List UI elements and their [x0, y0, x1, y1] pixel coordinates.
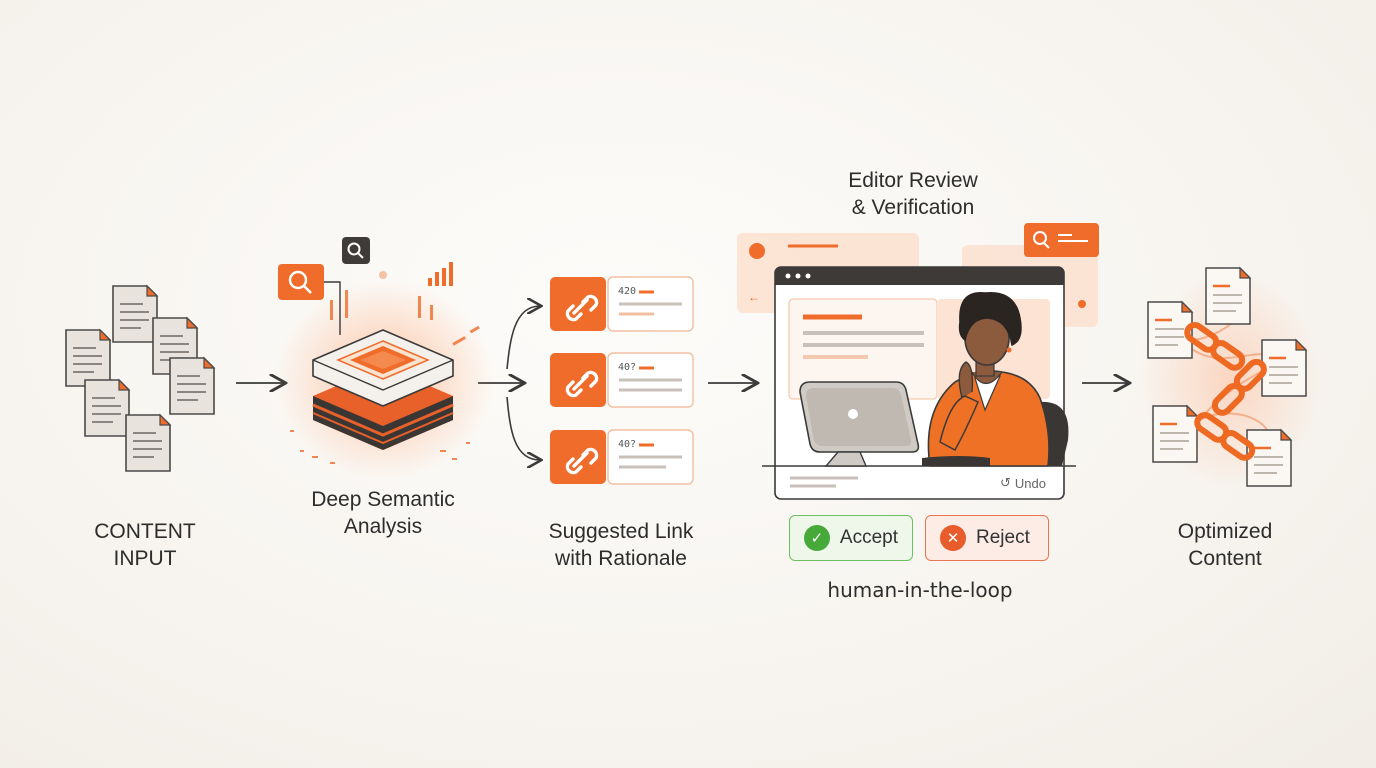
search-icon [342, 237, 370, 264]
document-icon [84, 379, 130, 437]
stage-label-optimized-content: Optimized Content [1140, 518, 1310, 572]
label-line: Optimized [1177, 520, 1273, 543]
stage-label-analysis: Deep Semantic Analysis [290, 486, 476, 540]
check-icon: ✓ [804, 525, 830, 551]
human-in-the-loop-caption: human-in-the-loop [827, 578, 1013, 602]
undo-label: Undo [1014, 475, 1046, 491]
label-line: Editor Review [848, 169, 978, 192]
document-icon [1204, 266, 1252, 326]
link-code: 40? [618, 439, 637, 450]
suggested-links [550, 276, 694, 485]
document-icon [125, 414, 171, 472]
document-icon [65, 329, 111, 387]
label-line: INPUT [113, 547, 177, 570]
undo-button[interactable]: ↺ Undo [1000, 475, 1046, 491]
label-line: & Verification [851, 196, 975, 219]
editor-review-scene: ← [737, 223, 1099, 500]
label-line: CONTENT [94, 520, 196, 543]
link-icon [550, 277, 606, 331]
link-icon [550, 430, 606, 484]
content-input-documents [65, 285, 215, 472]
accept-button[interactable]: ✓ Accept [789, 515, 913, 561]
document-icon [169, 357, 215, 415]
semantic-analysis-chip [275, 237, 495, 480]
x-icon: ✕ [940, 525, 966, 551]
link-code: 40? [618, 362, 637, 373]
label-line: Deep Semantic [311, 488, 455, 511]
link-icon [550, 353, 606, 407]
chain-link-icon [1184, 322, 1267, 461]
stage-label-editor-review: Editor Review & Verification [818, 167, 1008, 221]
optimized-content-network [1138, 266, 1322, 490]
document-icon [1151, 404, 1199, 464]
stage-label-suggested-link: Suggested Link with Rationale [526, 518, 716, 572]
person-at-computer [922, 291, 1050, 467]
link-code: 420 [618, 286, 637, 297]
document-icon [1260, 338, 1308, 398]
stage-label-content-input: CONTENT INPUT [60, 518, 230, 572]
accept-label: Accept [839, 527, 898, 548]
label-line: Suggested Link [548, 520, 694, 543]
label-line: Content [1188, 547, 1262, 570]
undo-icon: ↺ [1000, 475, 1011, 490]
label-line: Analysis [343, 515, 423, 538]
reject-label: Reject [976, 527, 1030, 548]
document-icon [1245, 428, 1293, 488]
label-line: with Rationale [555, 547, 687, 570]
reject-button[interactable]: ✕ Reject [925, 515, 1049, 561]
svg-text:←: ← [748, 290, 760, 304]
search-icon [278, 264, 324, 300]
document-icon [112, 285, 158, 343]
computer-monitor-icon [799, 381, 920, 467]
